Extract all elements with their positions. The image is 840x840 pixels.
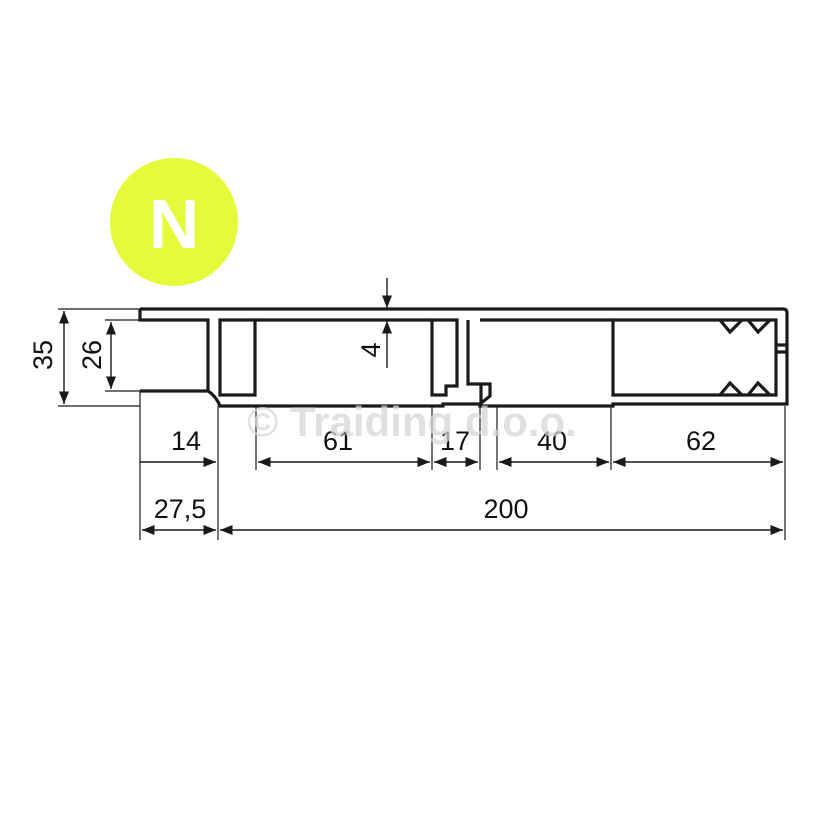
dim-label-35: 35 — [28, 340, 58, 370]
badge-letter: N — [149, 185, 200, 263]
extension-lines — [58, 308, 786, 540]
profile-left-tab — [138, 309, 210, 391]
profile-tooth-bottom — [718, 380, 772, 397]
profile-cavity-middle-2 — [466, 320, 480, 386]
badge-circle — [110, 158, 238, 286]
profile-cavity-left — [218, 318, 257, 397]
dim-label-4: 4 — [356, 342, 386, 357]
vertical-dimensions: 35 26 4 — [28, 278, 393, 404]
dim-label-61: 61 — [323, 426, 353, 456]
profile-section — [138, 307, 789, 408]
profile-tooth-top — [718, 318, 772, 335]
segment-dimensions: 14 61 17 40 62 — [140, 426, 783, 468]
badge: N — [110, 158, 238, 286]
profile-outer-contour — [140, 307, 789, 408]
dim-label-200: 200 — [483, 494, 528, 524]
profile-cavity-middle — [430, 318, 459, 397]
dim-label-62: 62 — [686, 426, 716, 456]
dim-label-17: 17 — [440, 426, 470, 456]
dim-label-14: 14 — [171, 426, 201, 456]
overall-dimensions: 27,5 200 — [142, 494, 783, 536]
watermark-text: © Traiding d.o.o. — [247, 398, 577, 445]
dim-label-26: 26 — [77, 340, 107, 370]
profile-cavity-right — [611, 318, 778, 397]
profile-right-lip — [776, 343, 787, 354]
dim-label-27-5: 27,5 — [154, 494, 207, 524]
dim-label-40: 40 — [537, 426, 567, 456]
